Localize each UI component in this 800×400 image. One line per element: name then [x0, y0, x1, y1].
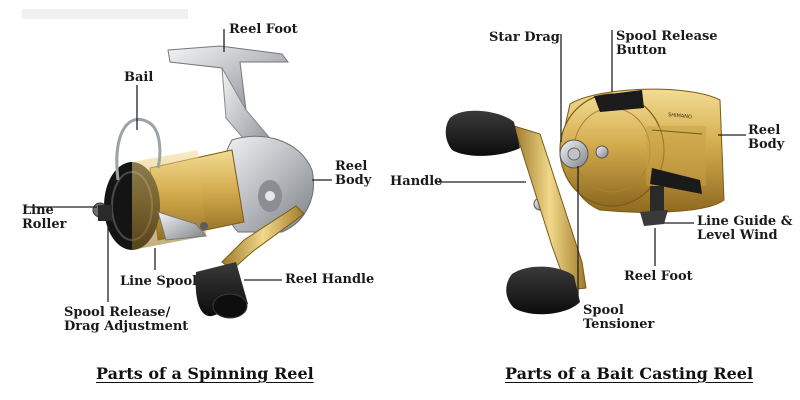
- label-reel-foot-baitcasting: Reel Foot: [624, 269, 693, 284]
- label-handle: Handle: [390, 174, 443, 189]
- baitcasting-reel-foot-part: [640, 210, 668, 226]
- label-reel-foot-spinning: Reel Foot: [229, 22, 298, 37]
- baitcasting-leader-lines: [438, 30, 746, 302]
- label-bail: Bail: [124, 70, 154, 85]
- top-strip: [22, 9, 188, 19]
- brand-mark: SHIMANO: [668, 112, 692, 120]
- label-line-spool: Line Spool: [120, 274, 198, 289]
- label-line-roller: Line Roller: [22, 203, 67, 232]
- baitcasting-spool-release-button-part: [594, 90, 644, 112]
- caption-baitcasting-reel: Parts of a Bait Casting Reel: [505, 364, 754, 383]
- label-star-drag: Star Drag: [489, 30, 560, 45]
- baitcasting-reel-illustration: SHIMANO: [445, 88, 725, 315]
- baitcasting-handle-bar: [513, 125, 587, 291]
- baitcasting-level-wind: [650, 168, 702, 194]
- caption-spinning-reel: Parts of a Spinning Reel: [96, 364, 314, 383]
- spinning-bail: [115, 117, 162, 181]
- label-reel-body-baitcasting: Reel Body: [748, 123, 785, 152]
- spinning-reel-illustration: [92, 45, 314, 319]
- label-line-guide-level-wind: Line Guide & Level Wind: [697, 214, 793, 243]
- label-reel-handle: Reel Handle: [285, 272, 375, 287]
- spinning-leader-lines: [24, 29, 332, 302]
- label-spool-release-drag: Spool Release/ Drag Adjustment: [64, 305, 189, 334]
- label-spool-tensioner: Spool Tensioner: [583, 303, 655, 332]
- baitcasting-star-drag-part: [533, 139, 609, 211]
- label-spool-release-button: Spool Release Button: [616, 29, 718, 58]
- baitcasting-handle-knob-top: [445, 110, 520, 156]
- baitcasting-handle-knob-bottom: [506, 266, 580, 315]
- label-reel-body-spinning: Reel Body: [335, 159, 372, 188]
